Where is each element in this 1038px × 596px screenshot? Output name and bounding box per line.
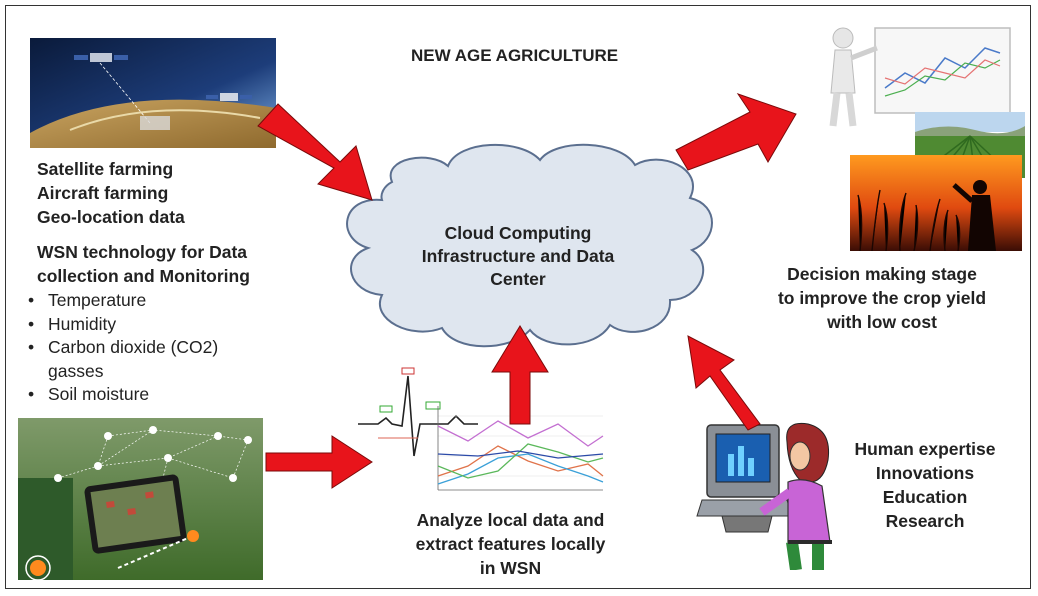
wsn-bullet-list: Temperature Humidity Carbon dioxide (CO2… — [22, 289, 218, 407]
satellite-line: Aircraft farming — [37, 183, 169, 203]
human-expertise-text: Human expertise Innovations Education Re… — [845, 437, 1005, 533]
bullet-co2-continued: gasses — [48, 360, 104, 381]
satellite-image — [30, 38, 276, 148]
field-sensor-image — [18, 418, 263, 580]
cloud-line: Infrastructure and Data — [421, 246, 615, 266]
presenter-chart-image — [815, 18, 1025, 130]
decision-line: Decision making stage — [787, 264, 977, 284]
human-line: Human expertise — [854, 439, 996, 459]
cloud-label: Cloud Computing Infrastructure and Data … — [393, 222, 643, 291]
cloud-line: Center — [490, 269, 546, 289]
wsn-title-line: WSN technology for Data — [37, 242, 248, 262]
decision-line: to improve the crop yield — [777, 288, 987, 308]
bullet-soil-moisture: Soil moisture — [28, 383, 218, 407]
researcher-at-computer-image — [692, 420, 842, 570]
wsn-title-line: collection and Monitoring — [37, 266, 250, 286]
bullet-co2: Carbon dioxide (CO2) — [28, 336, 218, 360]
decision-line: with low cost — [827, 312, 937, 332]
satellite-line: Geo-location data — [37, 207, 185, 227]
analyze-line: extract features locally — [415, 534, 606, 554]
sensor-data-chart-image — [358, 366, 613, 504]
satellite-line: Satellite farming — [37, 159, 174, 179]
farmer-sunset-image — [850, 155, 1022, 251]
analyze-line: Analyze local data and — [416, 510, 605, 530]
decision-text: Decision making stage to improve the cro… — [752, 262, 1012, 334]
cloud-line: Cloud Computing — [444, 223, 592, 243]
bullet-temperature: Temperature — [28, 289, 218, 313]
bullet-humidity: Humidity — [28, 313, 218, 337]
human-line: Innovations — [875, 463, 975, 483]
analyze-text: Analyze local data and extract features … — [378, 508, 643, 580]
wsn-title: WSN technology for Data collection and M… — [37, 240, 250, 288]
diagram-title: NEW AGE AGRICULTURE — [411, 46, 619, 65]
analyze-line: in WSN — [479, 558, 542, 578]
satellite-text: Satellite farming Aircraft farming Geo-l… — [37, 157, 185, 229]
human-line: Research — [885, 511, 965, 531]
human-line: Education — [882, 487, 968, 507]
